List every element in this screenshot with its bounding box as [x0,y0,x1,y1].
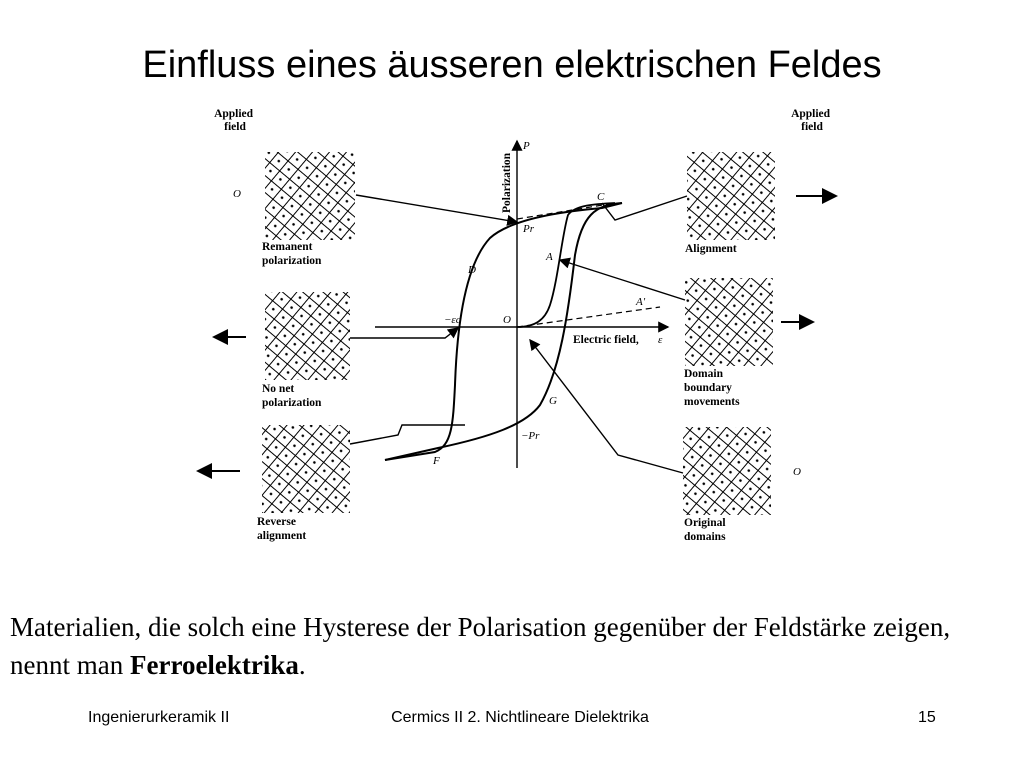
dashed-saturation-line [516,202,616,220]
point-g: G [549,395,557,407]
caption-end: . [298,650,306,680]
caption-keyword: Ferroelektrika [129,650,299,680]
hysteresis-figure: Applied field Applied field Remanent pol… [196,108,838,543]
point-ec: −εc [444,314,461,326]
point-neg-pr: −Pr [521,430,540,442]
pointer-no-net [350,327,460,339]
pointer-remanent [355,194,519,226]
applied-field-label-left: Applied field [214,108,256,133]
dashed-linear-a-prime [516,306,661,328]
domain-box-original [683,427,771,515]
point-d: D [467,264,476,276]
zero-field-right: O [793,466,801,478]
point-c: C [597,191,605,203]
point-a: A [545,251,553,263]
x-axis-symbol: ε [658,334,663,346]
label-alignment: Alignment [685,243,737,255]
label-domain-boundary-movements: Domain boundary movements [684,368,740,408]
label-reverse-alignment: Reverse alignment [257,516,306,542]
footer-page-number: 15 [918,709,936,726]
label-remanent-polarization: Remanent polarization [262,241,322,267]
label-original-domains: Original domains [684,517,728,543]
initial-polarization-curve [516,202,616,328]
pointer-original [529,338,684,474]
point-a-prime: A′ [635,296,646,308]
label-no-net-polarization: No net polarization [262,383,322,409]
y-axis-symbol: P [522,140,530,152]
domain-box-remanent [265,152,355,240]
pointer-reverse [349,424,465,445]
point-pr: Pr [522,223,535,235]
zero-field-left: O [233,188,241,200]
domain-box-reverse [262,425,350,513]
point-f: F [432,455,440,467]
domain-box-alignment [687,152,775,240]
pointer-domain-boundary [558,257,686,301]
point-o: O [503,314,511,326]
domain-box-domain-boundary [685,278,773,366]
slide-caption: Materialien, die solch eine Hysterese de… [10,608,1010,684]
footer-course: Ingenierurkeramik II [88,709,230,726]
hysteresis-upper-branch [384,202,623,461]
footer-chapter: Cermics II 2. Nichtlineare Dielektrika [391,709,649,726]
x-axis-label: Electric field, [573,334,639,346]
y-axis-label: Polarization [501,152,513,213]
applied-field-label-right: Applied field [791,108,833,133]
caption-text: Materialien, die solch eine Hysterese de… [10,612,951,680]
hysteresis-lower-branch [384,202,623,461]
domain-box-no-net [265,292,350,380]
pointer-alignment [601,195,688,221]
slide-title: Einfluss eines äusseren elektrischen Fel… [142,44,882,86]
